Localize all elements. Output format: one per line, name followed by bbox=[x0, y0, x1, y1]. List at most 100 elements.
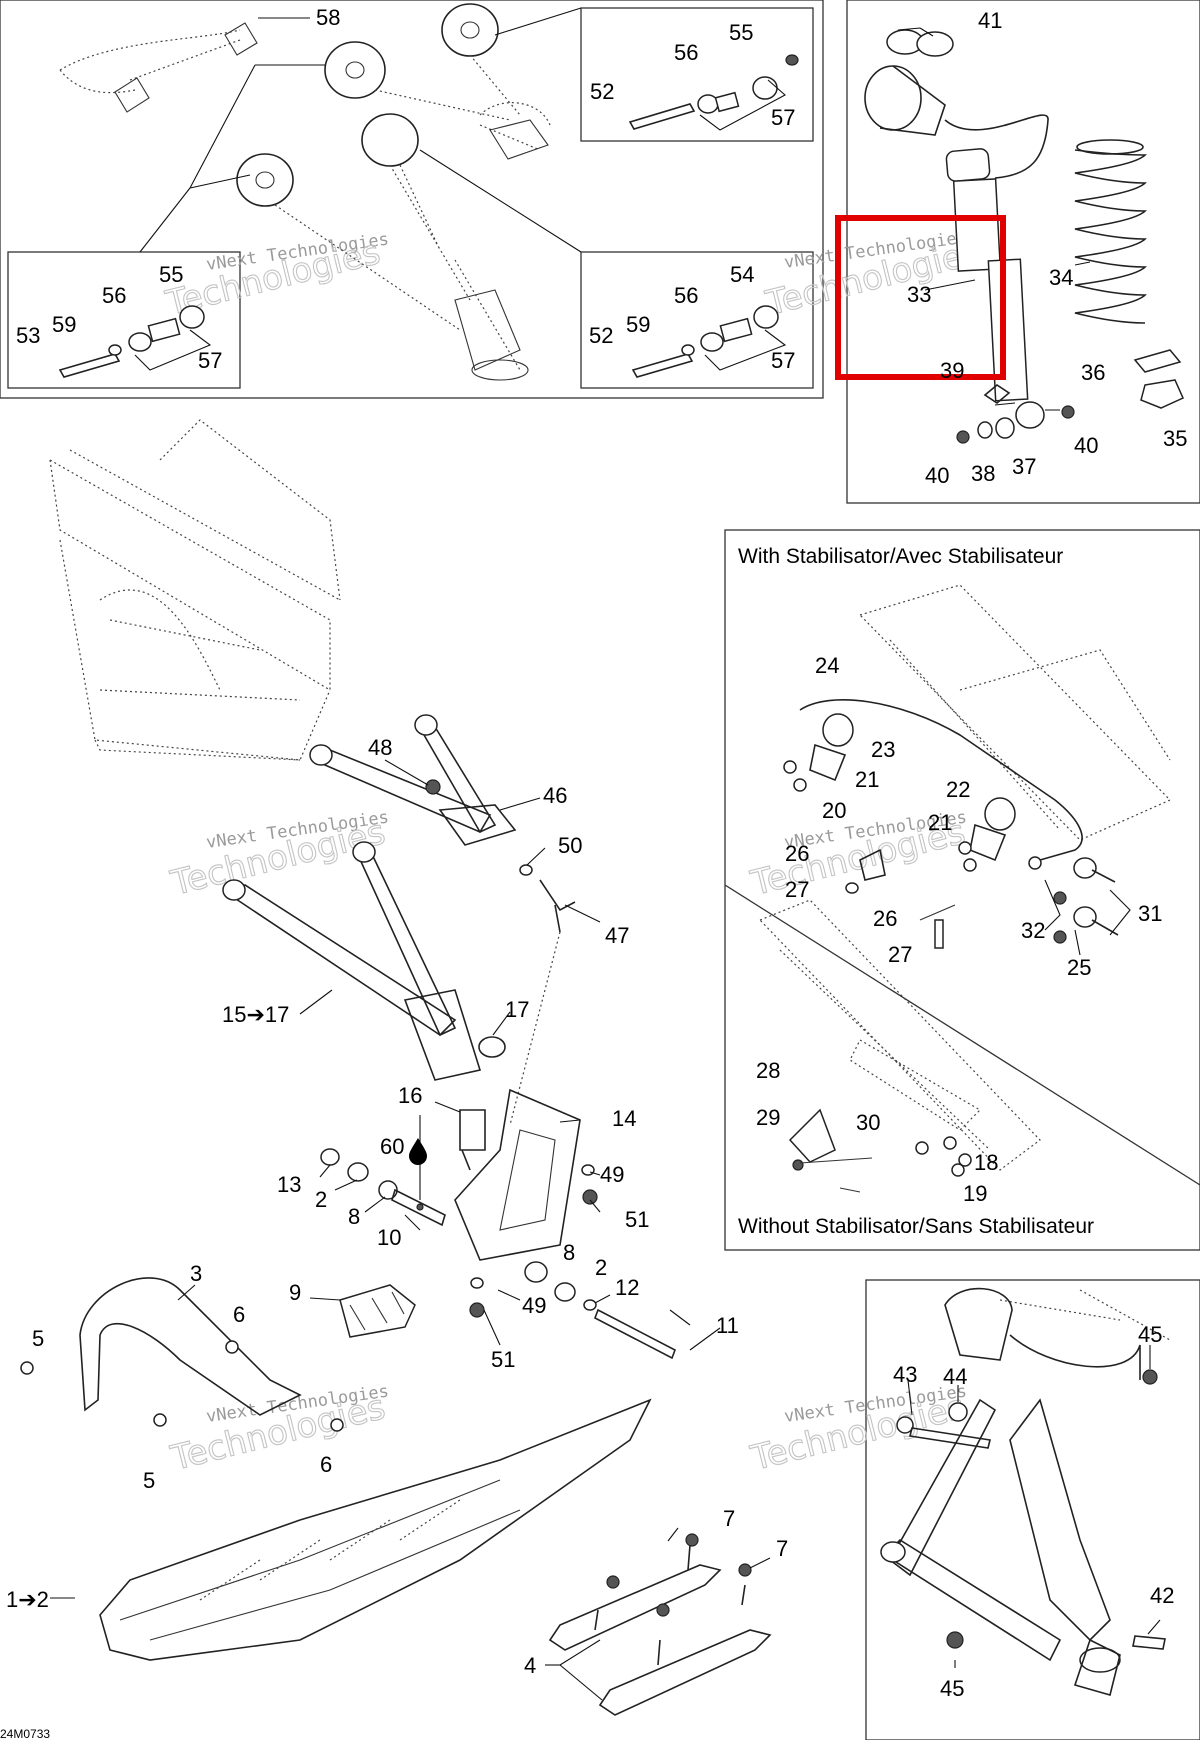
part-labels: 58 55 56 52 57 41 34 33 39 36 35 40 38 3… bbox=[6, 5, 1187, 1701]
part-label: 58 bbox=[316, 5, 340, 30]
part-label: 25 bbox=[1067, 955, 1091, 980]
part-label: 30 bbox=[856, 1110, 880, 1135]
part-label: 23 bbox=[871, 737, 895, 762]
part-label: 26 bbox=[785, 841, 809, 866]
part-label: 13 bbox=[277, 1172, 301, 1197]
middle-leaders bbox=[50, 759, 771, 1701]
part-label: 17 bbox=[505, 997, 529, 1022]
part-label: 5 bbox=[143, 1468, 155, 1493]
part-label: 6 bbox=[320, 1452, 332, 1477]
part-label: 35 bbox=[1163, 426, 1187, 451]
caption-with-stabilisator: With Stabilisator/Avec Stabilisateur bbox=[738, 545, 1063, 568]
part-label: 57 bbox=[771, 105, 795, 130]
part-label: 20 bbox=[822, 798, 846, 823]
part-label: 49 bbox=[600, 1162, 624, 1187]
part-label: 5 bbox=[32, 1326, 44, 1351]
document-code: 24M0733 bbox=[0, 1727, 50, 1740]
part-label: 59 bbox=[626, 312, 650, 337]
part-label: 3 bbox=[190, 1261, 202, 1286]
part-label: 7 bbox=[776, 1536, 788, 1561]
stabilisator-drawing bbox=[783, 584, 1172, 956]
part-label: 52 bbox=[589, 323, 613, 348]
part-label: 47 bbox=[605, 923, 629, 948]
part-label: 28 bbox=[756, 1058, 780, 1083]
part-label: 27 bbox=[888, 942, 912, 967]
part-label: 34 bbox=[1049, 265, 1073, 290]
part-label: 40 bbox=[925, 463, 949, 488]
shock-mount-drawing bbox=[880, 1287, 1171, 1696]
caption-without-stabilisator: Without Stabilisator/Sans Stabilisateur bbox=[738, 1215, 1094, 1238]
part-label: 6 bbox=[233, 1302, 245, 1327]
upper-a-arm-drawing bbox=[59, 3, 551, 381]
part-label: 15➔17 bbox=[222, 1002, 289, 1027]
part-label: 44 bbox=[943, 1364, 967, 1389]
part-label: 11 bbox=[716, 1313, 739, 1338]
part-label: 50 bbox=[558, 833, 582, 858]
part-label: 10 bbox=[377, 1225, 401, 1250]
part-label: 4 bbox=[524, 1653, 536, 1678]
part-label: 31 bbox=[1138, 901, 1162, 926]
part-label: 2 bbox=[595, 1255, 607, 1280]
part-label: 46 bbox=[543, 783, 567, 808]
part-label: 56 bbox=[102, 283, 126, 308]
chassis-frame-drawing bbox=[49, 419, 341, 761]
part-label: 8 bbox=[348, 1204, 360, 1229]
part-label: 60 bbox=[380, 1134, 404, 1159]
part-label: 54 bbox=[730, 262, 754, 287]
part-label: 22 bbox=[946, 777, 970, 802]
part-label: 57 bbox=[198, 348, 222, 373]
part-label: 19 bbox=[963, 1181, 987, 1206]
part-label: 40 bbox=[1074, 433, 1098, 458]
part-label: 56 bbox=[674, 283, 698, 308]
part-label: 21 bbox=[855, 767, 879, 792]
part-label: 48 bbox=[368, 735, 392, 760]
part-label: 45 bbox=[1138, 1322, 1162, 1347]
part-label: 53 bbox=[16, 323, 40, 348]
part-label: 1➔2 bbox=[6, 1587, 49, 1612]
bolt-kit-inset-left bbox=[58, 305, 212, 378]
part-label: 29 bbox=[756, 1105, 780, 1130]
part-label: 18 bbox=[974, 1150, 998, 1175]
part-label: 14 bbox=[612, 1106, 636, 1131]
part-label: 49 bbox=[522, 1293, 546, 1318]
part-label: 43 bbox=[893, 1362, 917, 1387]
part-label: 55 bbox=[159, 262, 183, 287]
part-label: 27 bbox=[785, 877, 809, 902]
part-label: 56 bbox=[674, 40, 698, 65]
part-label: 12 bbox=[615, 1275, 639, 1300]
part-label: 2 bbox=[315, 1187, 327, 1212]
part-label: 9 bbox=[289, 1280, 301, 1305]
part-label: 51 bbox=[491, 1347, 515, 1372]
part-label: 57 bbox=[771, 348, 795, 373]
bolt-kit-inset-right bbox=[631, 305, 787, 378]
part-label: 45 bbox=[940, 1676, 964, 1701]
part-label: 52 bbox=[590, 79, 614, 104]
front-a-arms-drawing bbox=[222, 714, 676, 1360]
part-label: 51 bbox=[625, 1207, 649, 1232]
part-label: 32 bbox=[1021, 918, 1045, 943]
part-label: 59 bbox=[52, 312, 76, 337]
part-label: 33 bbox=[907, 282, 931, 307]
part-label: 38 bbox=[971, 461, 995, 486]
part-label: 37 bbox=[1012, 454, 1036, 479]
top-leaders bbox=[139, 7, 582, 253]
oil-drop-icon bbox=[409, 1138, 427, 1165]
bushing-kit-inset bbox=[628, 54, 799, 131]
part-label: 36 bbox=[1081, 360, 1105, 385]
part-label: 24 bbox=[815, 653, 839, 678]
part-label: 41 bbox=[978, 8, 1002, 33]
part-label: 21 bbox=[928, 810, 952, 835]
shock-absorber-drawing bbox=[864, 27, 1184, 444]
part-label: 39 bbox=[940, 358, 964, 383]
part-label: 7 bbox=[723, 1506, 735, 1531]
without-stabilisator-drawing bbox=[758, 899, 1041, 1193]
ski-drawing bbox=[20, 1277, 772, 1716]
part-label: 8 bbox=[563, 1240, 575, 1265]
part-label: 26 bbox=[873, 906, 897, 931]
part-label: 55 bbox=[729, 20, 753, 45]
part-label: 16 bbox=[398, 1083, 422, 1108]
highlight-box bbox=[835, 215, 1006, 380]
part-label: 42 bbox=[1150, 1583, 1174, 1608]
